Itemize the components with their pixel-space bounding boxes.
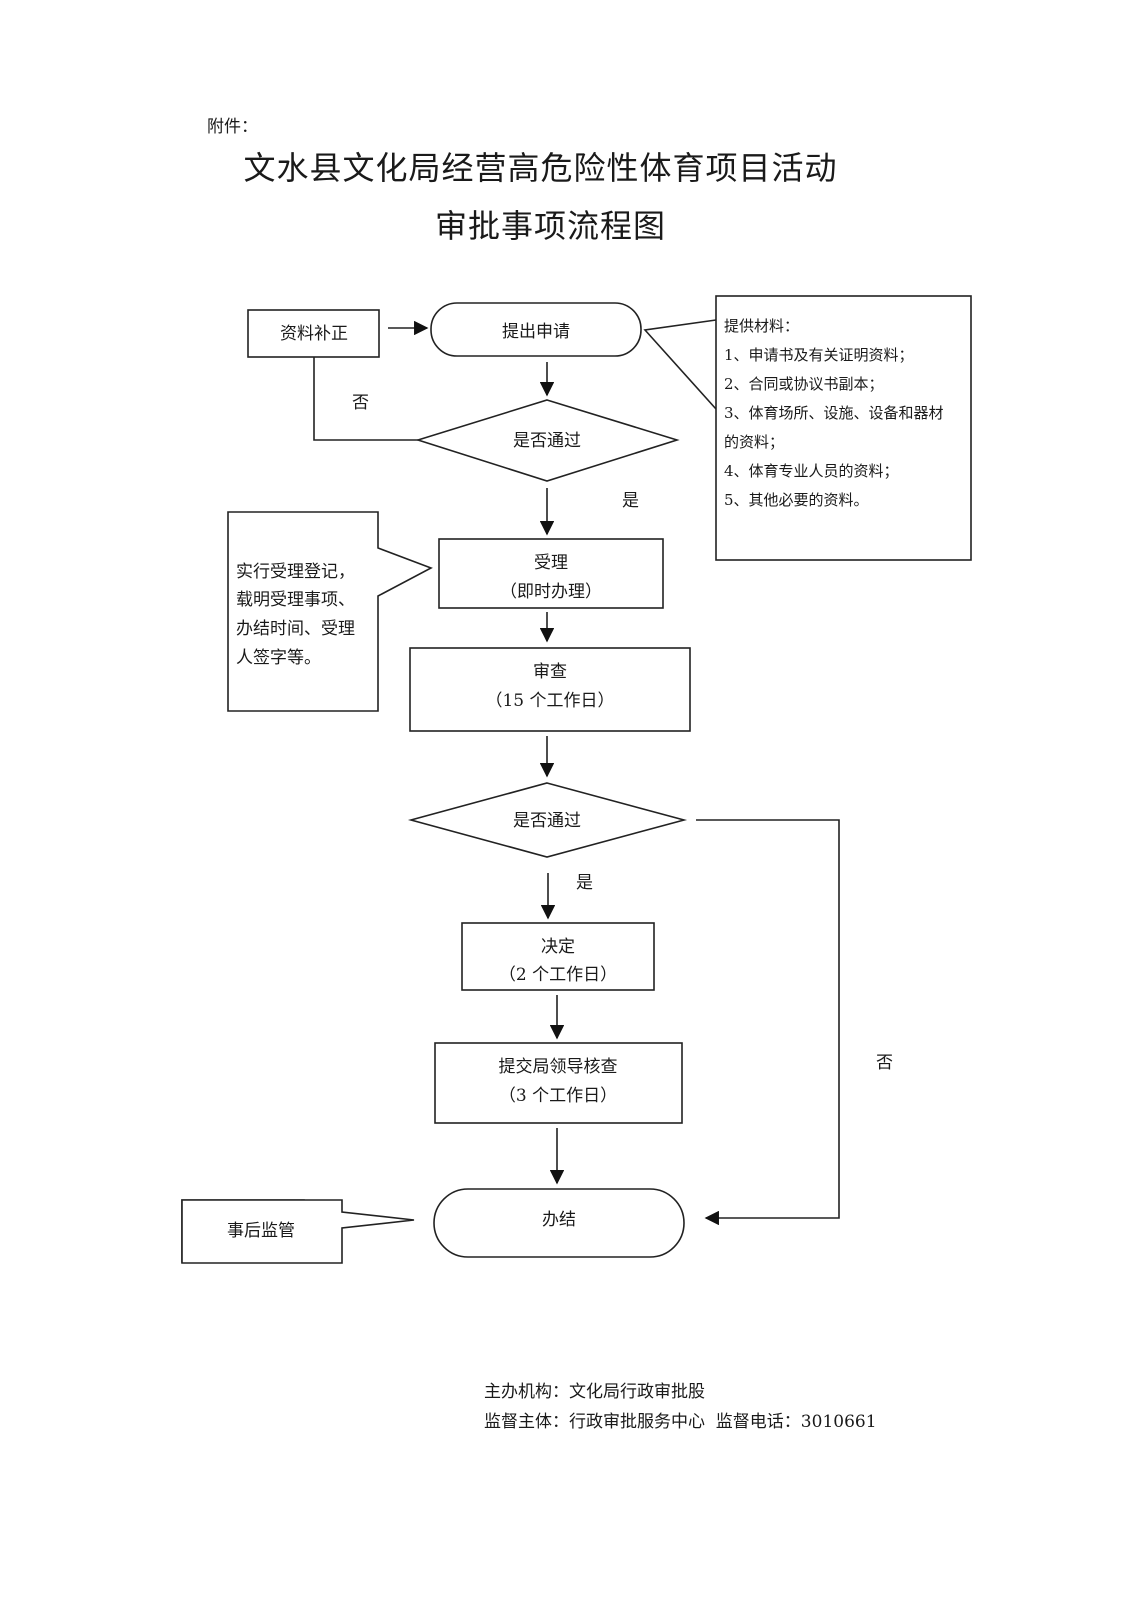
accept-note-box [227,511,433,712]
node-decide [461,922,655,991]
materials-callout-pointer [643,319,717,410]
node-leader [434,1042,683,1124]
materials-note-box [715,295,972,561]
node-apply-label: 提出申请 [502,322,570,342]
node-finish [433,1188,685,1258]
node-apply [430,302,642,357]
node-decide-sub: （2 个工作日） [499,965,617,985]
edge-check1-no-to-correction [313,357,418,441]
footer-organizer: 主办机构：文化局行政审批股 [484,1382,705,1402]
title-line-2: 审批事项流程图 [0,201,1131,247]
node-review-title: 审查 [533,662,567,682]
supervise-callout [181,1199,415,1264]
accept-note-line: 人签字等。 [236,648,321,668]
edge-label-no-1: 否 [352,393,369,413]
edge-check2-no-to-finish [696,819,840,1226]
materials-item: 4、体育专业人员的资料； [724,462,899,480]
node-leader-sub: （3 个工作日） [499,1086,617,1106]
materials-item: 的资料； [724,433,784,451]
node-accept-title: 受理 [534,553,568,573]
title-line-1-text: 文水县文化局经营高危险性体育项目活动 [243,149,838,187]
materials-item: 5、其他必要的资料。 [724,491,869,509]
footer-supervisor: 监督主体：行政审批服务中心 监督电话：3010661 [484,1412,877,1432]
edge-label-yes-1: 是 [622,491,639,511]
materials-item: 1、申请书及有关证明资料； [724,346,914,364]
node-check1 [415,399,680,482]
title-line-1: 文水县文化局经营高危险性体育项目活动 [0,143,1131,189]
edge-label-yes-2: 是 [576,873,593,893]
title-line-2-text: 审批事项流程图 [434,207,666,245]
accept-note-line: 实行受理登记， [236,562,355,582]
accept-note-line: 载明受理事项、 [236,590,355,610]
node-review-sub: （15 个工作日） [485,691,614,711]
node-correction [247,309,380,358]
node-accept [438,538,664,609]
node-check2-label: 是否通过 [513,811,581,831]
node-review [409,647,691,732]
edge-label-no-2: 否 [876,1053,893,1073]
materials-item: 3、体育场所、设施、设备和器材 [724,404,944,422]
supervise-label: 事后监管 [227,1221,295,1241]
node-leader-title: 提交局领导核查 [499,1057,618,1077]
node-decide-title: 决定 [541,937,575,957]
attachment-label: 附件： [207,117,258,137]
node-finish-label: 办结 [542,1210,576,1230]
node-correction-label: 资料补正 [280,324,348,344]
accept-note-line: 办结时间、受理 [236,619,355,639]
node-check2 [407,782,688,858]
node-check1-label: 是否通过 [513,431,581,451]
materials-item: 2、合同或协议书副本； [724,375,884,393]
materials-heading: 提供材料： [724,317,799,335]
node-accept-sub: （即时办理） [500,582,602,602]
